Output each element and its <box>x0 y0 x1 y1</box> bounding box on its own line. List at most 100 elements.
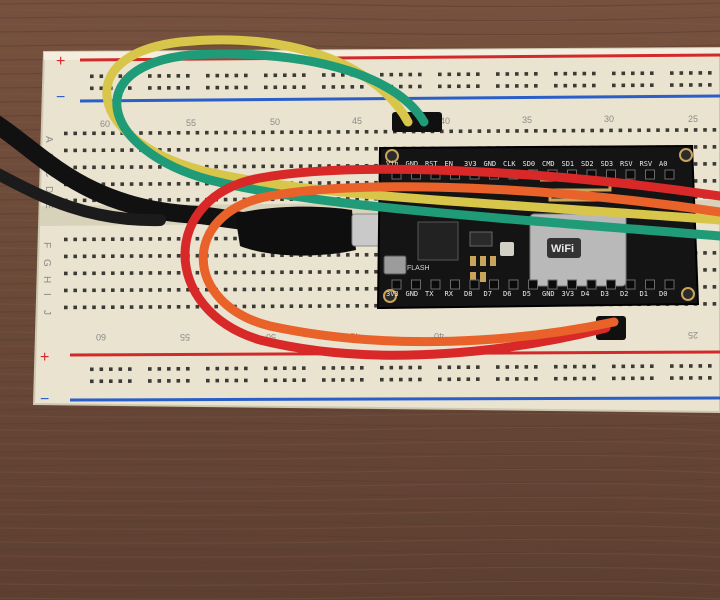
terminal-hole <box>505 129 510 133</box>
terminal-hole <box>101 254 106 259</box>
rail-hole <box>292 73 297 77</box>
top-pin-label: Vin <box>386 160 399 168</box>
terminal-hole <box>148 271 153 275</box>
terminal-hole <box>101 237 106 242</box>
rail-hole <box>186 366 190 371</box>
rail-hole <box>157 379 162 383</box>
rail-hole <box>244 85 248 90</box>
rail-hole <box>438 72 442 77</box>
terminal-hole <box>82 305 87 310</box>
terminal-hole <box>628 128 632 133</box>
terminal-hole <box>148 254 153 258</box>
rail-hole <box>283 378 287 383</box>
green-wire <box>112 49 720 241</box>
bottom-blue-rail-line <box>69 396 720 402</box>
rail-hole <box>418 84 422 89</box>
rail-hole <box>621 83 626 88</box>
rail-hole <box>631 364 635 369</box>
rail-hole <box>322 378 326 382</box>
rail-hole <box>90 379 94 384</box>
col-num-top: 35 <box>522 115 532 125</box>
rail-hole <box>264 366 268 371</box>
terminal-hole <box>214 147 218 152</box>
top-pin-label: SD2 <box>581 160 594 168</box>
bottom-header-pin <box>606 279 616 290</box>
terminal-hole <box>167 182 171 186</box>
terminal-hole <box>355 287 359 291</box>
rail-hole <box>90 367 94 372</box>
terminal-hole <box>111 288 115 292</box>
terminal-hole <box>346 181 350 185</box>
rail-hole <box>621 364 626 369</box>
terminal-hole <box>289 287 294 291</box>
rail-hole <box>573 71 577 76</box>
terminal-hole <box>346 130 350 134</box>
rail-hole <box>292 378 297 382</box>
rail-hole <box>234 378 239 383</box>
terminal-hole <box>581 128 585 133</box>
terminal-hole <box>148 165 153 169</box>
terminal-hole <box>73 198 77 203</box>
terminal-hole <box>449 129 453 134</box>
rail-hole <box>399 365 403 370</box>
rail-hole <box>679 364 684 368</box>
rail-hole <box>331 366 336 370</box>
bottom-header-pins <box>391 279 675 290</box>
col-num-top: 30 <box>604 114 614 124</box>
terminal-hole <box>317 164 322 168</box>
terminal-hole <box>205 130 209 135</box>
terminal-hole <box>148 305 153 309</box>
terminal-hole <box>92 148 96 153</box>
terminal-hole <box>223 147 228 152</box>
rail-hole <box>225 73 229 78</box>
rail-minus-sign-top: − <box>56 89 65 106</box>
terminal-hole <box>317 270 322 274</box>
rail-hole <box>408 377 413 382</box>
top-header-pin <box>664 169 675 180</box>
terminal-hole <box>195 181 200 186</box>
rail-hole <box>708 71 712 75</box>
rail-hole <box>496 365 500 369</box>
rail-hole <box>234 73 239 78</box>
rail-hole <box>438 377 442 382</box>
rail-hole <box>273 85 278 90</box>
rail-hole <box>399 84 403 89</box>
rail-hole <box>582 376 587 381</box>
terminal-hole <box>346 147 350 151</box>
terminal-hole <box>129 165 134 169</box>
row-letter: F <box>41 242 52 248</box>
terminal-hole <box>524 129 529 133</box>
terminal-hole <box>346 253 350 257</box>
terminal-hole <box>327 164 331 168</box>
rail-hole <box>322 85 326 89</box>
terminal-hole <box>317 253 322 257</box>
terminal-hole <box>139 131 143 135</box>
rail-hole <box>438 365 442 370</box>
red-wire <box>180 164 720 360</box>
terminal-hole <box>317 147 322 151</box>
terminal-hole <box>64 271 68 276</box>
row-letter: I <box>41 293 52 296</box>
terminal-hole <box>703 179 707 183</box>
terminal-hole <box>73 254 77 259</box>
terminal-hole <box>364 286 369 291</box>
terminal-hole <box>468 129 472 133</box>
rail-hole <box>515 377 519 381</box>
rail-hole <box>631 71 635 76</box>
terminal-hole <box>242 270 247 275</box>
rail-hole <box>148 379 152 383</box>
rail-hole <box>534 377 538 381</box>
terminal-hole <box>186 304 190 309</box>
bottom-header-pin <box>391 279 402 290</box>
terminal-hole <box>280 130 284 135</box>
rail-hole <box>283 366 287 371</box>
rail-hole <box>466 377 471 382</box>
mounting-hole <box>383 289 397 303</box>
rail-hole <box>341 73 345 77</box>
terminal-hole <box>129 148 134 152</box>
yellow-green-jumpers <box>102 35 720 241</box>
terminal-hole <box>101 182 106 187</box>
terminal-hole <box>176 237 181 241</box>
rail-hole <box>90 74 94 79</box>
terminal-hole <box>355 130 359 134</box>
